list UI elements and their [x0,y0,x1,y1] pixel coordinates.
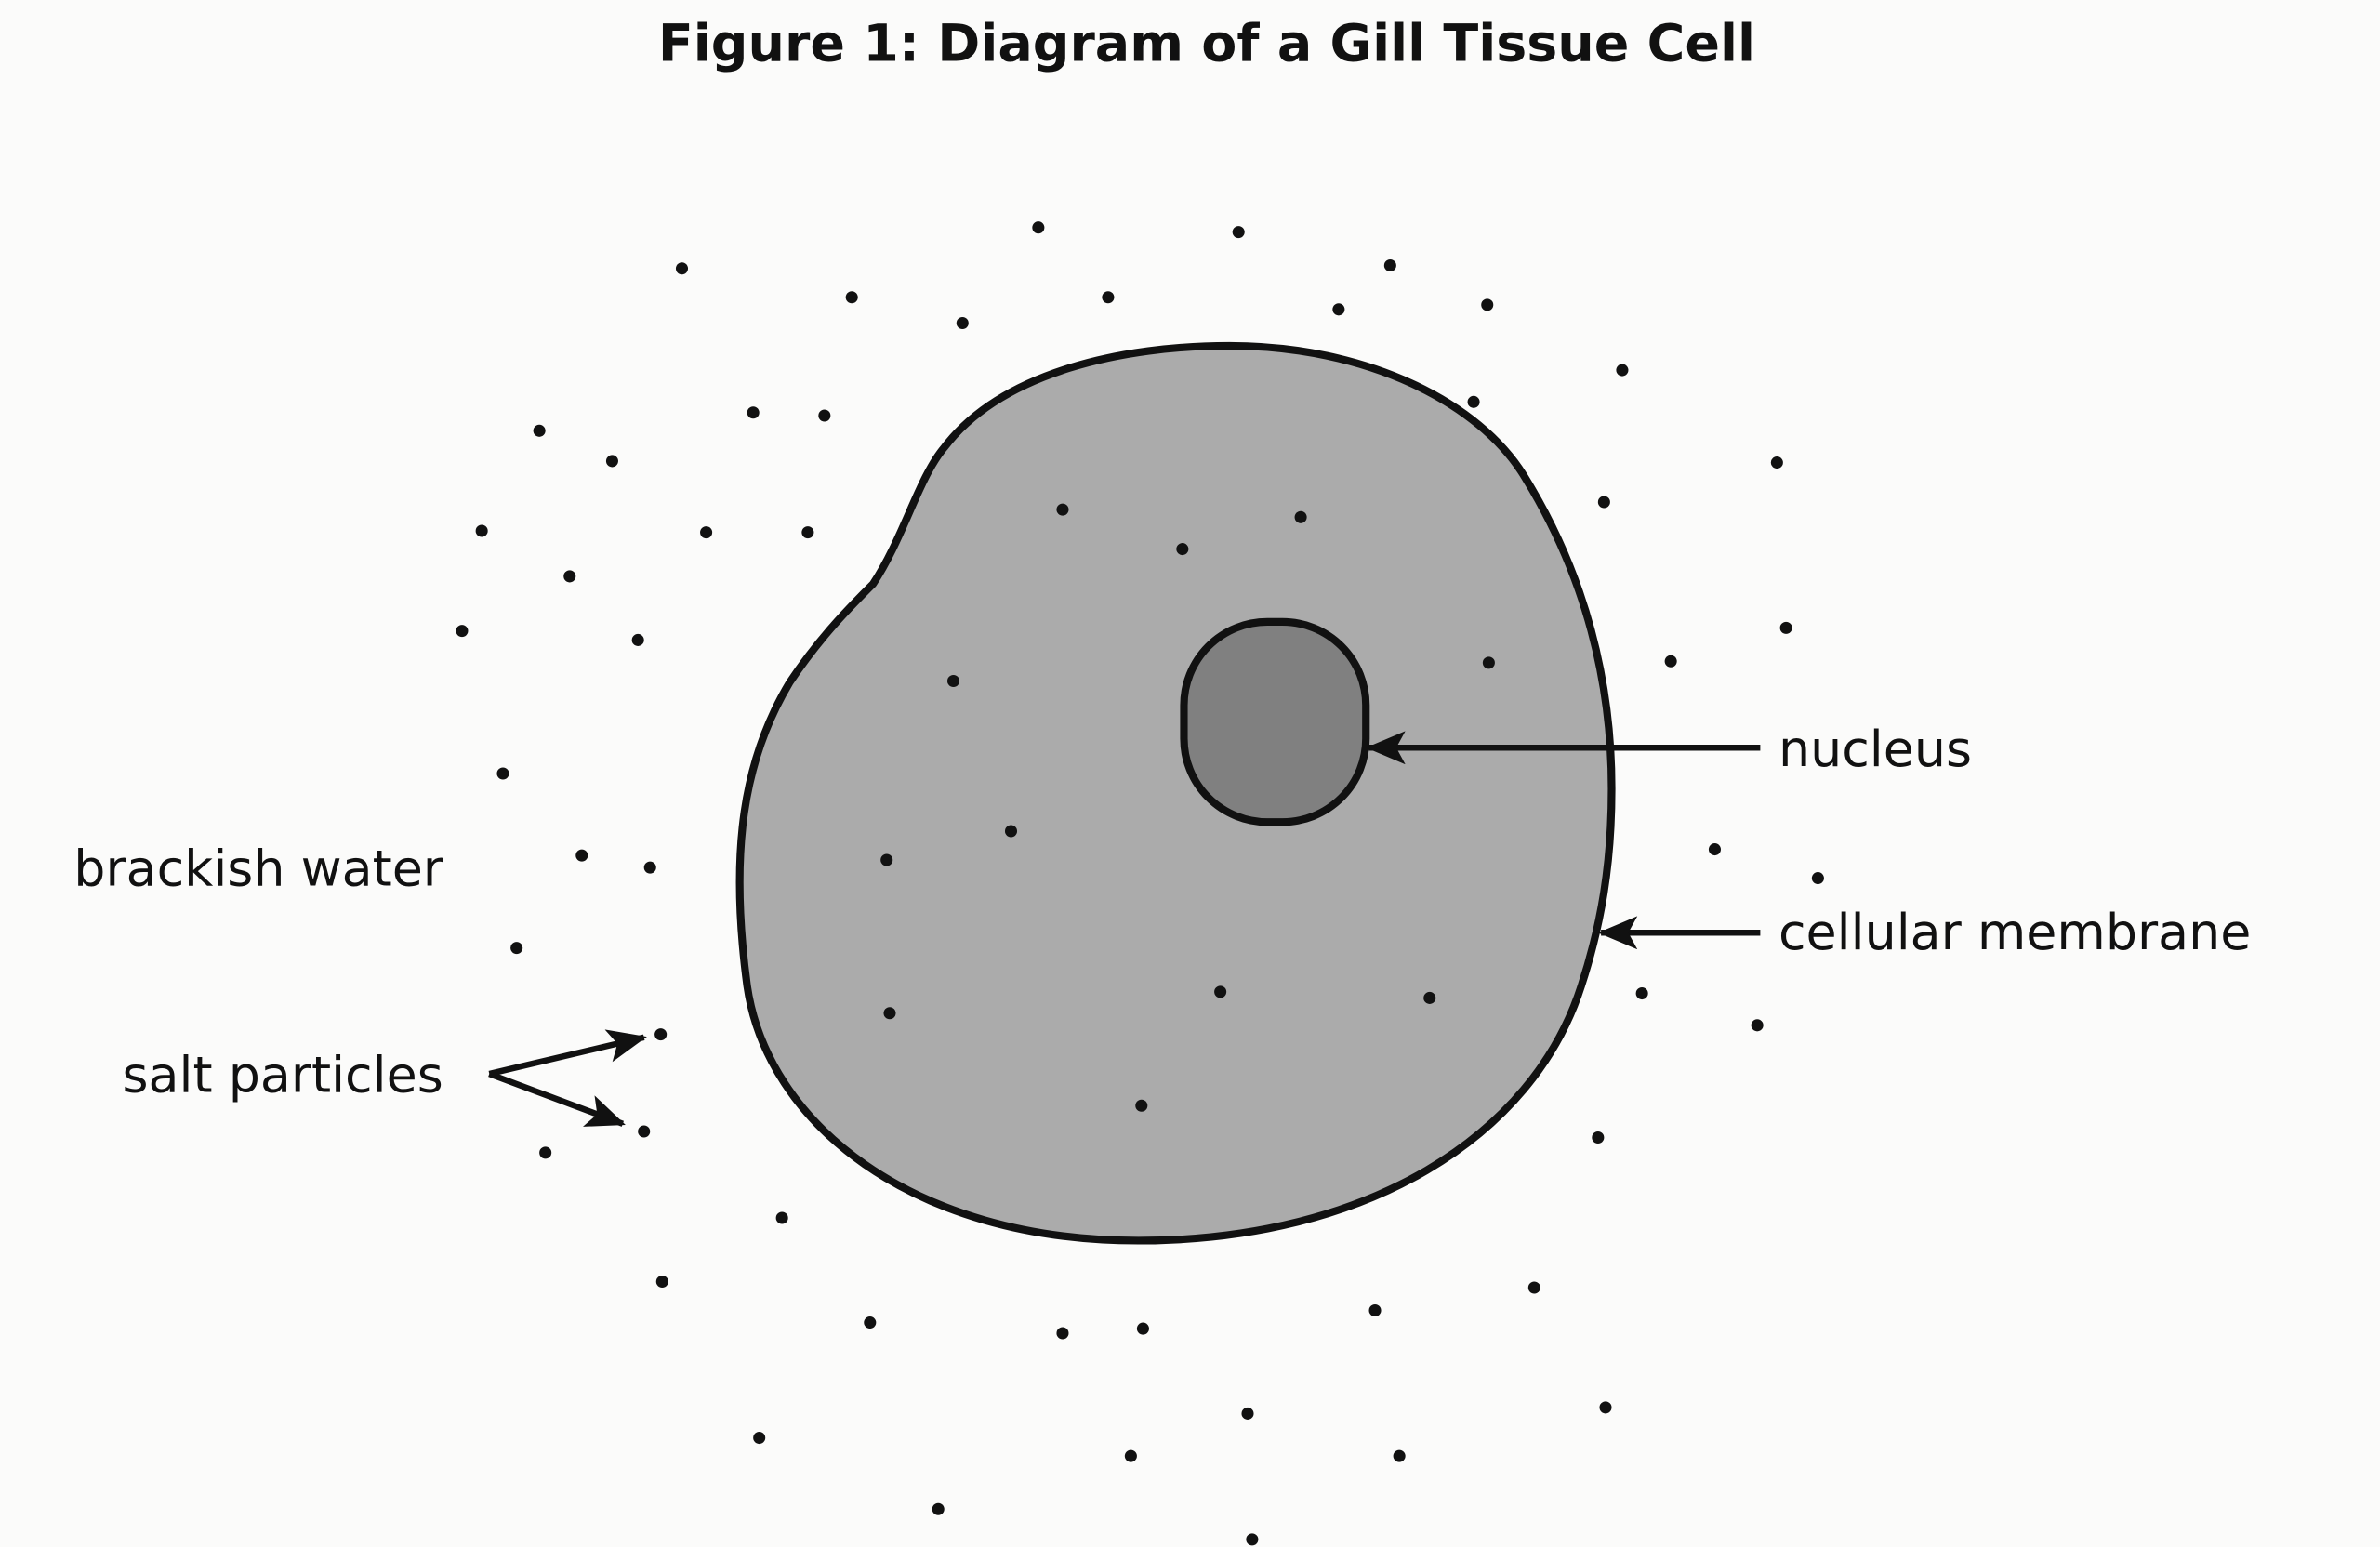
salt-particle [946,674,960,688]
salt-particle [1241,1407,1254,1420]
salt-particle [456,625,469,638]
brackish-water-label: brackish water [73,840,444,898]
salt-particle [1332,303,1345,316]
salt-particle [1770,456,1783,469]
salt-particle [747,406,760,419]
salt-particle [1136,1322,1149,1335]
salt-particle [475,524,488,537]
salt-particle [643,861,656,874]
salt-particle [539,1146,552,1159]
salt-particle [932,1502,945,1515]
salt-particle [575,849,588,862]
salt-particle [1599,1401,1612,1414]
salt-particle [1616,364,1629,377]
salt-particles-inside [880,503,1495,1112]
salt-particle [1779,621,1792,634]
salt-particle [1481,298,1494,311]
salt-particle [675,262,689,275]
salt-particle [1368,1303,1382,1317]
salt-particle [1708,843,1721,856]
salt-particle [510,942,523,955]
salt-particle [845,291,858,304]
salt-particle [1135,1099,1148,1112]
salt-particle [1597,496,1610,509]
salt-particle [1423,991,1436,1004]
salt-particle [1004,825,1018,838]
salt-particle [1527,1281,1540,1294]
salt-particle [1056,1327,1069,1340]
salt-particle [1751,1019,1764,1032]
salt-particle [1102,291,1115,304]
nucleus [1180,617,1370,826]
figure-title: Figure 1: Diagram of a Gill Tissue Cell [658,14,1755,73]
salt-particle [801,526,814,539]
salt-particles [456,221,1824,1546]
salt-particle [1635,987,1648,1000]
salt-particle [1032,221,1045,234]
nucleus-label: nucleus [1778,720,1972,778]
membrane-label: cellular membrane [1778,903,2251,961]
salt-particle [496,767,509,780]
salt-particle [1294,510,1307,523]
salt-particle [1056,503,1069,516]
salt-particle [1246,1533,1259,1546]
salt-particle [700,526,713,539]
salt-particle [655,1275,668,1289]
salt-arrow-2 [488,1070,626,1127]
salt-particle [753,1432,766,1445]
salt-particle [775,1211,788,1224]
salt-particle [956,316,969,330]
salt-particle [1482,656,1495,669]
salt-particle [1467,395,1480,408]
salt-particle [1664,654,1677,668]
salt-particle [818,409,831,422]
salt-particle [638,1125,651,1138]
salt-particle [864,1316,877,1329]
salt-particle [1214,985,1227,998]
salt-arrow-1 [488,1029,647,1078]
salt-particle [880,853,893,866]
salt-particle [883,1007,896,1020]
salt-particle [1393,1449,1406,1462]
salt-particle [533,424,546,437]
salt-particle [1811,872,1824,885]
salt-particle [563,570,576,583]
salt-particle [654,1028,668,1041]
salt-particle [605,455,618,468]
salt-particle [631,633,644,646]
cell-membrane [735,341,1616,1245]
salt-particle [1592,1131,1605,1144]
salt-particle [1232,226,1245,239]
salt-particle [1383,258,1396,272]
salt-particle [1124,1449,1137,1462]
salt-particle [1176,543,1189,556]
salt-particles-label: salt particles [123,1046,443,1104]
